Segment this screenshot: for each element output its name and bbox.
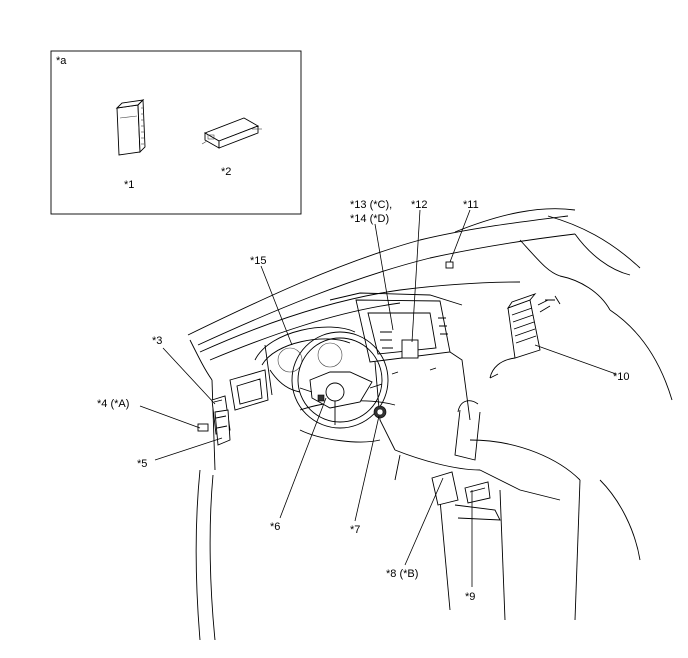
left-module-group-icon — [197, 395, 231, 446]
leader-15 — [260, 265, 293, 346]
inset-label: *a — [56, 55, 67, 67]
callout-8: *8 (*B) — [386, 568, 418, 580]
leader-10 — [534, 344, 617, 375]
inset-part-1-label: *1 — [124, 179, 134, 191]
inset-frame — [50, 50, 302, 215]
callout-labels: *3 *4 (*A) *5 *6 *7 *8 (*B) *9 *10 *11 *… — [97, 199, 630, 603]
callout-11: *11 — [463, 199, 479, 211]
callout-7: *7 — [350, 524, 360, 536]
leader-lines — [139, 209, 617, 587]
inset-part-2-label: *2 — [221, 166, 231, 178]
ecu-module-1-icon — [115, 98, 146, 156]
leader-8 — [404, 477, 444, 566]
leader-11 — [449, 209, 471, 263]
ignition-switch-icon — [373, 405, 387, 419]
callout-3: *3 — [152, 335, 162, 347]
leader-12 — [411, 209, 421, 343]
leader-6 — [279, 397, 327, 519]
callout-9: *9 — [465, 591, 475, 603]
center-console-icon — [394, 400, 581, 621]
callout-4: *4 (*A) — [97, 398, 129, 410]
leader-13-14 — [374, 223, 394, 331]
door-panel-outline — [599, 309, 673, 561]
leader-5 — [154, 437, 223, 461]
callout-12: *12 — [411, 199, 428, 211]
callout-13: *13 (*C), — [350, 199, 392, 211]
sensor-11-icon — [445, 261, 454, 269]
callout-5: *5 — [137, 458, 147, 470]
callout-15: *15 — [250, 255, 267, 267]
leader-4 — [139, 405, 201, 429]
inset-box: *a *1 *2 — [50, 50, 302, 215]
callout-10: *10 — [613, 371, 630, 383]
ecu-module-10-icon — [489, 293, 561, 379]
dashboard-outline — [187, 208, 641, 641]
callout-6: *6 — [270, 521, 280, 533]
leader-3 — [162, 347, 216, 405]
leader-7 — [354, 415, 380, 522]
ecu-module-2-icon — [201, 117, 262, 149]
callout-14: *14 (*D) — [350, 213, 389, 225]
steering-wheel-icon — [291, 331, 389, 429]
